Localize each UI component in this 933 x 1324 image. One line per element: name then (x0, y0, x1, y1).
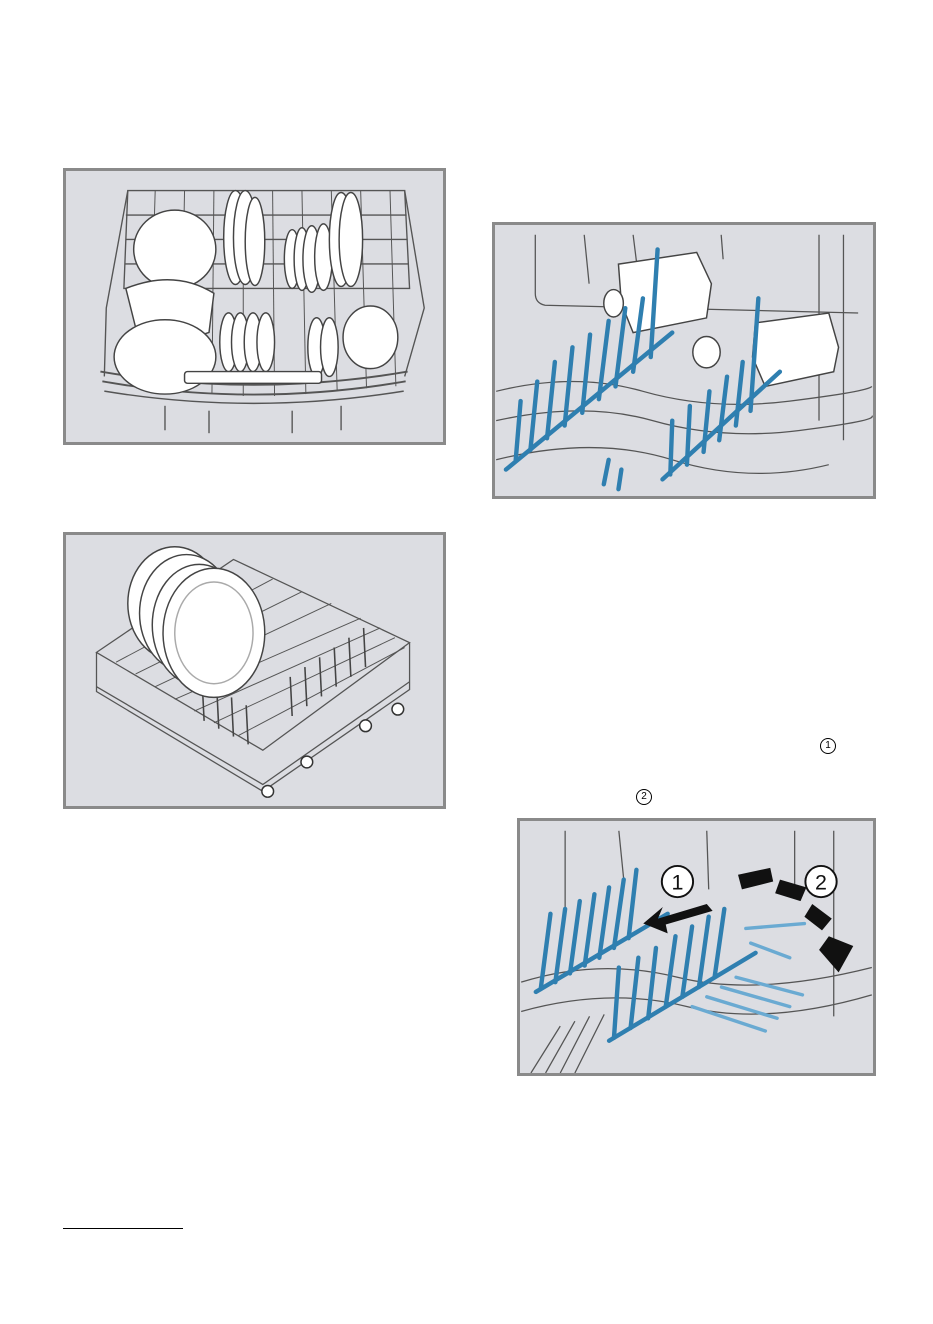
lower-basket-large-plates-illustration (66, 535, 443, 806)
plate-rack-figure (492, 222, 876, 499)
folding-plate-rack-steps-illustration: 1 2 (520, 821, 873, 1073)
callout-1: 1 (671, 870, 683, 894)
footnote-divider (63, 1228, 183, 1229)
step-marker-2: 2 (636, 789, 652, 805)
callout-2: 2 (815, 870, 827, 894)
arrow-pull-icon (643, 904, 712, 933)
folding-rack-figure: 1 2 (517, 818, 876, 1076)
lower-basket-figure (63, 532, 446, 809)
plate-rack-tines-illustration (495, 225, 873, 496)
upper-basket-plates-bowls-illustration (66, 171, 443, 442)
upper-basket-figure (63, 168, 446, 445)
step-marker-1: 1 (820, 738, 836, 754)
